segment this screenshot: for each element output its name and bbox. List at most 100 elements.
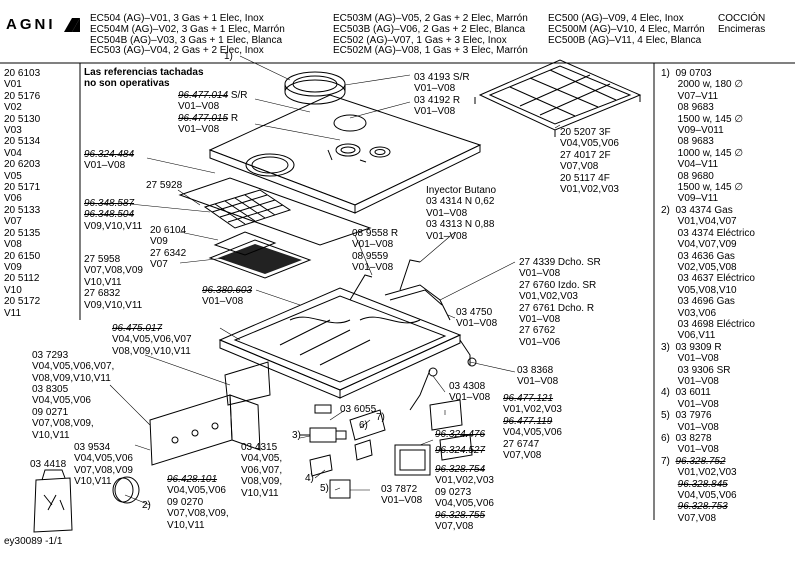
part-ref: V07,V08 bbox=[435, 521, 474, 533]
model-line: EC504 (AG)–V01, 3 Gas + 1 Elec, Inox bbox=[90, 13, 264, 24]
label-206104: 20 6104 V09 27 6342 V07 bbox=[150, 225, 186, 271]
note-line: Las referencias tachadas bbox=[84, 67, 204, 78]
legend-text: V01,V02,V03 bbox=[661, 467, 737, 479]
legend-line: V07–V11 bbox=[661, 91, 755, 102]
left-index-item: V09 bbox=[4, 261, 22, 273]
legend-line: V04,V05,V06 bbox=[661, 490, 755, 501]
part-ref: 27 6747 bbox=[503, 438, 540, 450]
legend-line: V01–V08 bbox=[661, 444, 755, 455]
legend-text: V01–V08 bbox=[661, 398, 719, 410]
part-ref: V04,V05,V06 bbox=[503, 427, 562, 439]
label-348587: 96.348.587 96.348.504 V09,V10,V11 bbox=[84, 198, 142, 232]
legend-text: 03 4637 Eléctrico bbox=[661, 273, 755, 285]
part-ref: V07,V08 bbox=[503, 450, 542, 462]
part-ref: V01–V08 bbox=[178, 124, 220, 136]
legend-line: 4) 03 6011 bbox=[661, 387, 755, 398]
left-index-item: 20 5130 bbox=[4, 113, 41, 125]
legend-line: 03 4636 Gas bbox=[661, 251, 755, 262]
legend-line: V01–V08 bbox=[661, 353, 755, 364]
legend-line: 03 4374 Eléctrico bbox=[661, 228, 755, 239]
left-index-item: V10 bbox=[4, 284, 22, 296]
legend-text: V04,V05,V06 bbox=[661, 490, 737, 502]
model-list-col1: EC504 (AG)–V01, 3 Gas + 1 Elec, Inox EC5… bbox=[90, 13, 285, 57]
part-ref: V09,V10,V11 bbox=[84, 220, 143, 232]
part-ref: V01–V08 bbox=[449, 392, 491, 404]
strikethrough-note: Las referencias tachadas no son operativ… bbox=[84, 67, 204, 90]
part-ref: V04,V05,V06 bbox=[32, 395, 91, 407]
part-ref: V01,V02,V03 bbox=[435, 475, 494, 487]
part-ref: V01–V08 bbox=[456, 318, 498, 330]
part-ref: V10,V11 bbox=[241, 487, 279, 499]
part-ref: 08 9558 R bbox=[352, 228, 399, 239]
legend-line: 6) 03 8278 bbox=[661, 433, 755, 444]
label-324476: 96.324.476 bbox=[435, 429, 485, 440]
legend-line: 03 4698 Eléctrico bbox=[661, 319, 755, 330]
part-ref: V01–V08 bbox=[414, 106, 456, 118]
legend-text: V06,V11 bbox=[661, 330, 716, 342]
legend-line: V01–V08 bbox=[661, 422, 755, 433]
legend-line: V01,V02,V03 bbox=[661, 467, 755, 478]
legend-text: V01–V08 bbox=[661, 375, 719, 387]
part-ref: V01,V02,V03 bbox=[519, 291, 578, 303]
part-ref: 08 9559 bbox=[352, 250, 389, 262]
part-ref: V01–V08 bbox=[426, 230, 468, 242]
obsolete-ref: 96.328.753 bbox=[677, 501, 728, 513]
legend-line: 2000 w, 180 ∅ bbox=[661, 79, 755, 90]
heater-mesh bbox=[203, 189, 292, 229]
left-index-item: 20 5172 bbox=[4, 296, 41, 308]
part-ref: V01,V02,V03 bbox=[560, 184, 619, 196]
left-index-item: V01 bbox=[4, 79, 22, 91]
legend-text: 03 4374 Eléctrico bbox=[661, 227, 755, 239]
model-line: EC500B (AG)–V11, 4 Elec, Blanca bbox=[548, 34, 702, 46]
legend-text: V09–V011 bbox=[661, 125, 724, 137]
part-ref: 09 0270 bbox=[167, 496, 204, 508]
label-275928: 27 5928 bbox=[146, 180, 183, 191]
part-ref: 03 4315 bbox=[241, 442, 278, 453]
model-list-col2: EC503M (AG)–V05, 2 Gas + 2 Elec, Marrón … bbox=[333, 13, 528, 57]
part-ref: V01–V08 bbox=[426, 207, 468, 219]
legend-text: V04,V07,V09 bbox=[661, 239, 737, 251]
part-ref: 20 6104 bbox=[150, 225, 187, 236]
legend-line: V01–V08 bbox=[661, 399, 755, 410]
cooktop-plate bbox=[208, 94, 482, 214]
label-034418: 03 4418 bbox=[30, 459, 67, 470]
legend-text: V02,V05,V08 bbox=[661, 261, 737, 273]
legend-text: 03 4696 Gas bbox=[661, 296, 735, 308]
legend-line: V05,V08,V10 bbox=[661, 285, 755, 296]
part-ref: V10,V11 bbox=[74, 476, 112, 488]
legend-line: 3) 03 9309 R bbox=[661, 342, 755, 353]
legend-text: V07,V08 bbox=[661, 512, 717, 524]
category-subtitle: Encimeras bbox=[718, 23, 766, 35]
left-index-item: 20 6150 bbox=[4, 250, 41, 262]
legend-line: V01,V04,V07 bbox=[661, 216, 755, 227]
part-suffix: R bbox=[228, 112, 239, 124]
part-ref: V07 bbox=[150, 259, 168, 271]
part-ref: V08,V09, bbox=[241, 476, 283, 488]
left-index-item: V08 bbox=[4, 239, 22, 251]
part-title: Inyector Butano bbox=[426, 185, 497, 196]
callout-3: 3) bbox=[292, 430, 301, 441]
model-line: EC500 (AG)–V09, 4 Elec, Inox bbox=[548, 13, 684, 24]
legend-text: 1000 w, 145 ∅ bbox=[661, 147, 744, 159]
part-ref: V07,V08,V09, bbox=[32, 418, 94, 430]
label-injector: Inyector Butano 03 4314 N 0,62 V01–V08 0… bbox=[426, 185, 496, 242]
pan-support-grid bbox=[474, 59, 642, 137]
part-ref: 03 7872 bbox=[381, 484, 418, 495]
part-ref: V07,V08 bbox=[560, 161, 599, 173]
gas-pipes bbox=[349, 259, 477, 411]
legend-line: 2) 03 4374 Gas bbox=[661, 205, 755, 216]
part-ref: V04,V05,V06 bbox=[74, 453, 133, 465]
part-ref: 03 8368 bbox=[517, 365, 554, 376]
callout-7: 7) bbox=[376, 412, 385, 423]
part-ref: V01,V02,V03 bbox=[503, 404, 562, 416]
model-list-col3: EC500 (AG)–V09, 4 Elec, Inox EC500M (AG)… bbox=[548, 13, 705, 46]
model-line: EC504M (AG)–V02, 3 Gas + 1 Elec, Marrón bbox=[90, 23, 285, 35]
model-line: EC502 (AG)–V07, 1 Gas + 3 Elec, Inox bbox=[333, 34, 507, 46]
base-tray bbox=[218, 287, 462, 399]
part-ref: V01–V08 bbox=[381, 495, 423, 507]
legend-text: V01–V08 bbox=[661, 353, 719, 365]
legend-text: 03 4636 Gas bbox=[661, 250, 735, 262]
part-ref: V10,V11 bbox=[167, 519, 205, 531]
legend-text: 4) 03 6011 bbox=[661, 387, 711, 399]
